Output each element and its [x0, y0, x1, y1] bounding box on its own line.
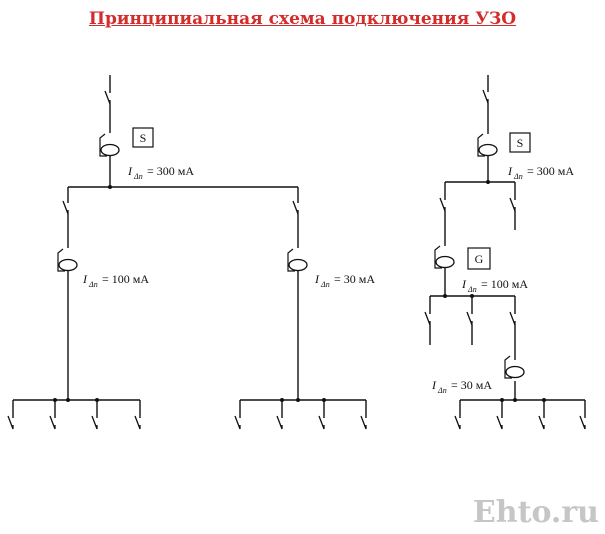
right-load-switch-4-icon — [579, 415, 586, 430]
svg-text:= 100 мА: = 100 мА — [481, 277, 528, 291]
right-branch-switch-icon — [292, 200, 299, 215]
svg-text:= 100 мА: = 100 мА — [102, 272, 149, 286]
right-sub-switch-3-icon — [509, 311, 516, 326]
svg-text:Δn: Δn — [133, 172, 143, 181]
right-group-rcd-icon — [434, 245, 455, 269]
right-sub-switch-1-icon — [424, 311, 431, 326]
left-load-switch-1-icon — [7, 415, 14, 430]
left-main-type-box — [132, 127, 154, 148]
svg-text:I: I — [127, 164, 133, 178]
right-group-type-box — [467, 247, 491, 270]
right-branch-rcd-icon — [287, 248, 308, 272]
svg-text:= 30 мА: = 30 мА — [334, 272, 375, 286]
left-load-switch-2-icon — [49, 415, 56, 430]
right-load-switch-2-icon — [496, 415, 503, 430]
right-main-rcd-icon — [477, 133, 498, 157]
left-branch-switch-icon — [62, 200, 69, 215]
svg-text:I: I — [507, 164, 513, 178]
mid-load-switch-4-icon — [360, 415, 367, 430]
svg-text:= 300 мА: = 300 мА — [527, 164, 574, 178]
right-main-switch-icon — [482, 89, 489, 104]
svg-text:I: I — [431, 378, 437, 392]
left-main-switch-icon — [104, 90, 111, 105]
left-load-switch-4-icon — [134, 415, 141, 430]
svg-text:I: I — [82, 272, 88, 286]
mid-load-switch-2-icon — [276, 415, 283, 430]
right-group-type-label: G — [475, 252, 484, 266]
right-load-switch-1-icon — [454, 415, 461, 430]
left-main-current-label: I Δn = 300 мА — [127, 164, 194, 181]
svg-text:= 300 мА: = 300 мА — [147, 164, 194, 178]
right-group-current-label: I Δn = 100 мА — [461, 277, 528, 294]
left-branch-rcd-icon — [57, 248, 78, 272]
svg-text:I: I — [314, 272, 320, 286]
mid-load-switch-1-icon — [234, 415, 241, 430]
svg-text:Δn: Δn — [437, 386, 447, 395]
right-lower-current-label: I Δn = 30 мА — [431, 378, 492, 395]
left-branch-current-label: I Δn = 100 мА — [82, 272, 149, 289]
left-main-rcd-icon — [99, 133, 120, 157]
right-sub-switch-2-icon — [466, 311, 473, 326]
diagram-title: Принципиальная схема подключения УЗО — [88, 9, 517, 29]
site-watermark: Ehto.ru — [472, 495, 599, 530]
left-load-switch-3-icon — [91, 415, 98, 430]
mid-load-switch-3-icon — [318, 415, 325, 430]
svg-text:Δn: Δn — [320, 280, 330, 289]
svg-text:Δn: Δn — [88, 280, 98, 289]
svg-text:Δn: Δn — [467, 285, 477, 294]
right-branch-current-label: I Δn = 30 мА — [314, 272, 375, 289]
right-main-type-label: S — [517, 136, 524, 150]
right-group-switch-2-icon — [509, 197, 516, 212]
left-main-type-label: S — [140, 131, 147, 145]
right-group-switch-1-icon — [439, 197, 446, 212]
right-load-switch-3-icon — [538, 415, 545, 430]
svg-text:Δn: Δn — [513, 172, 523, 181]
svg-text:= 30 мА: = 30 мА — [451, 378, 492, 392]
right-main-type-box — [509, 132, 531, 153]
svg-text:I: I — [461, 277, 467, 291]
right-main-current-label: I Δn = 300 мА — [507, 164, 574, 181]
